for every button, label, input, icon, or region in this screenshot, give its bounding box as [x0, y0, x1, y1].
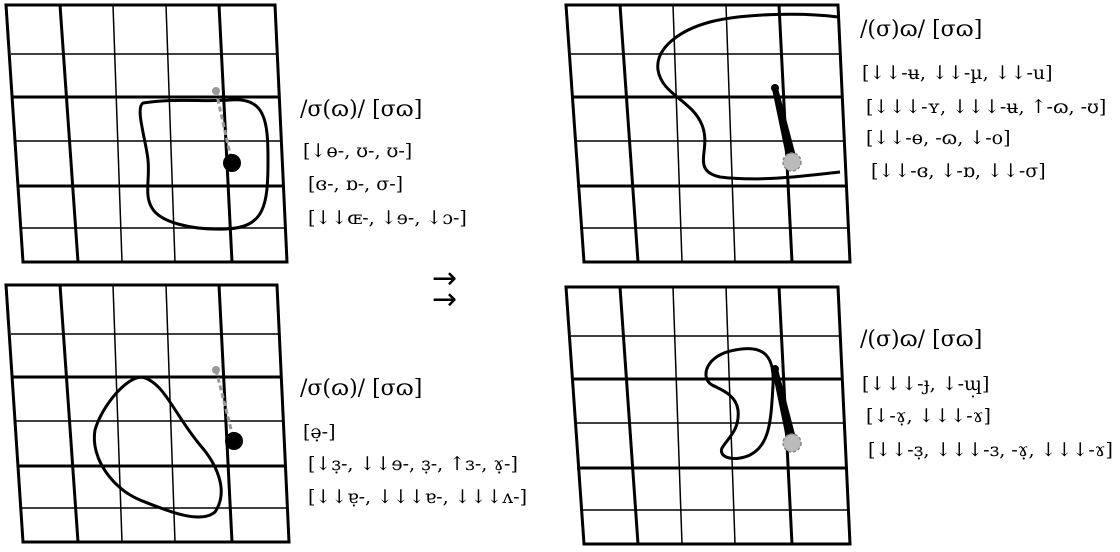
grid-top-left [4, 3, 289, 264]
vowel-region-outline [656, 12, 841, 181]
panel-top-left [4, 3, 289, 264]
panel-bottom-left-title: /σ(ɷ)/ [σɷ] [300, 376, 423, 401]
panel-top-left-line-2: [ɞ-, ɒ-, σ-] [308, 173, 404, 195]
target-point-black [223, 154, 241, 172]
target-point-gray-dashed [782, 433, 802, 453]
panel-top-right-line-3: [↓↓-ɵ, -ɷ, ↓-o] [866, 127, 1011, 149]
target-point-gray-dashed [782, 152, 802, 172]
panel-bottom-left-line-2: [↓ɜ̣-, ↓↓ɘ-, ɜ̣-, ↑ɜ-, ɤ̣-] [308, 453, 518, 475]
vowel-region-outline [92, 375, 223, 519]
panel-top-right [564, 3, 852, 264]
panel-top-left-line-1: [↓ɵ-, ʊ-, ʊ-] [303, 140, 413, 162]
panel-bottom-right-line-1: [↓↓↓-ɟ, ↓-ɰ̣] [862, 373, 990, 395]
panel-bottom-right-title: /(σ)ɷ/ [σɷ] [860, 327, 983, 352]
tongue-shift-wedge [772, 88, 797, 161]
start-point-black [771, 365, 779, 373]
transition-arrow-lower: → [432, 282, 458, 317]
start-point-gray [212, 87, 220, 95]
panel-top-right-line-4: [↓↓-ɞ, ↓-ɒ, ↓↓-σ] [871, 160, 1046, 182]
panel-top-right-title: /(σ)ɷ/ [σɷ] [860, 17, 983, 42]
start-point-gray [212, 366, 220, 374]
panel-bottom-left-line-3: [↓↓ɐ̣-, ↓↓↓ɐ-, ↓↓↓ʌ-] [308, 486, 527, 508]
vowel-region-outline [138, 98, 270, 231]
panel-bottom-left [4, 283, 291, 544]
transition-arrow-upper: → [432, 261, 458, 296]
target-point-black [225, 432, 243, 450]
vowel-region-outline [704, 347, 775, 460]
panel-bottom-right [564, 285, 852, 546]
panel-bottom-right-line-3: [↓↓-ɜ̣, ↓↓↓-ɜ, -ɤ̣, ↓↓↓-ɤ] [868, 439, 1113, 461]
panel-bottom-left-line-1: [ə̣-] [303, 421, 336, 443]
panel-top-left-line-3: [↓↓ɶ-, ↓ɘ-, ↓ɔ-] [308, 207, 467, 229]
tongue-shift-wedge [772, 369, 797, 443]
panel-top-left-title: /σ(ɷ)/ [σɷ] [300, 97, 423, 122]
tongue-shift-dashed [214, 90, 234, 164]
grid-top-right [564, 3, 852, 264]
tongue-shift-dashed [214, 369, 236, 442]
panel-top-right-line-1: [↓↓-ʉ, ↓↓-µ, ↓↓-u] [862, 62, 1053, 84]
start-point-black [771, 84, 779, 92]
grid-bottom-right [564, 285, 852, 546]
panel-bottom-right-line-2: [↓-ɤ̣, ↓↓↓-ɤ] [866, 405, 991, 427]
panel-top-right-line-2: [↓↓↓-ʏ, ↓↓↓-ʉ, ↑-ɷ, -ʊ] [866, 96, 1107, 118]
